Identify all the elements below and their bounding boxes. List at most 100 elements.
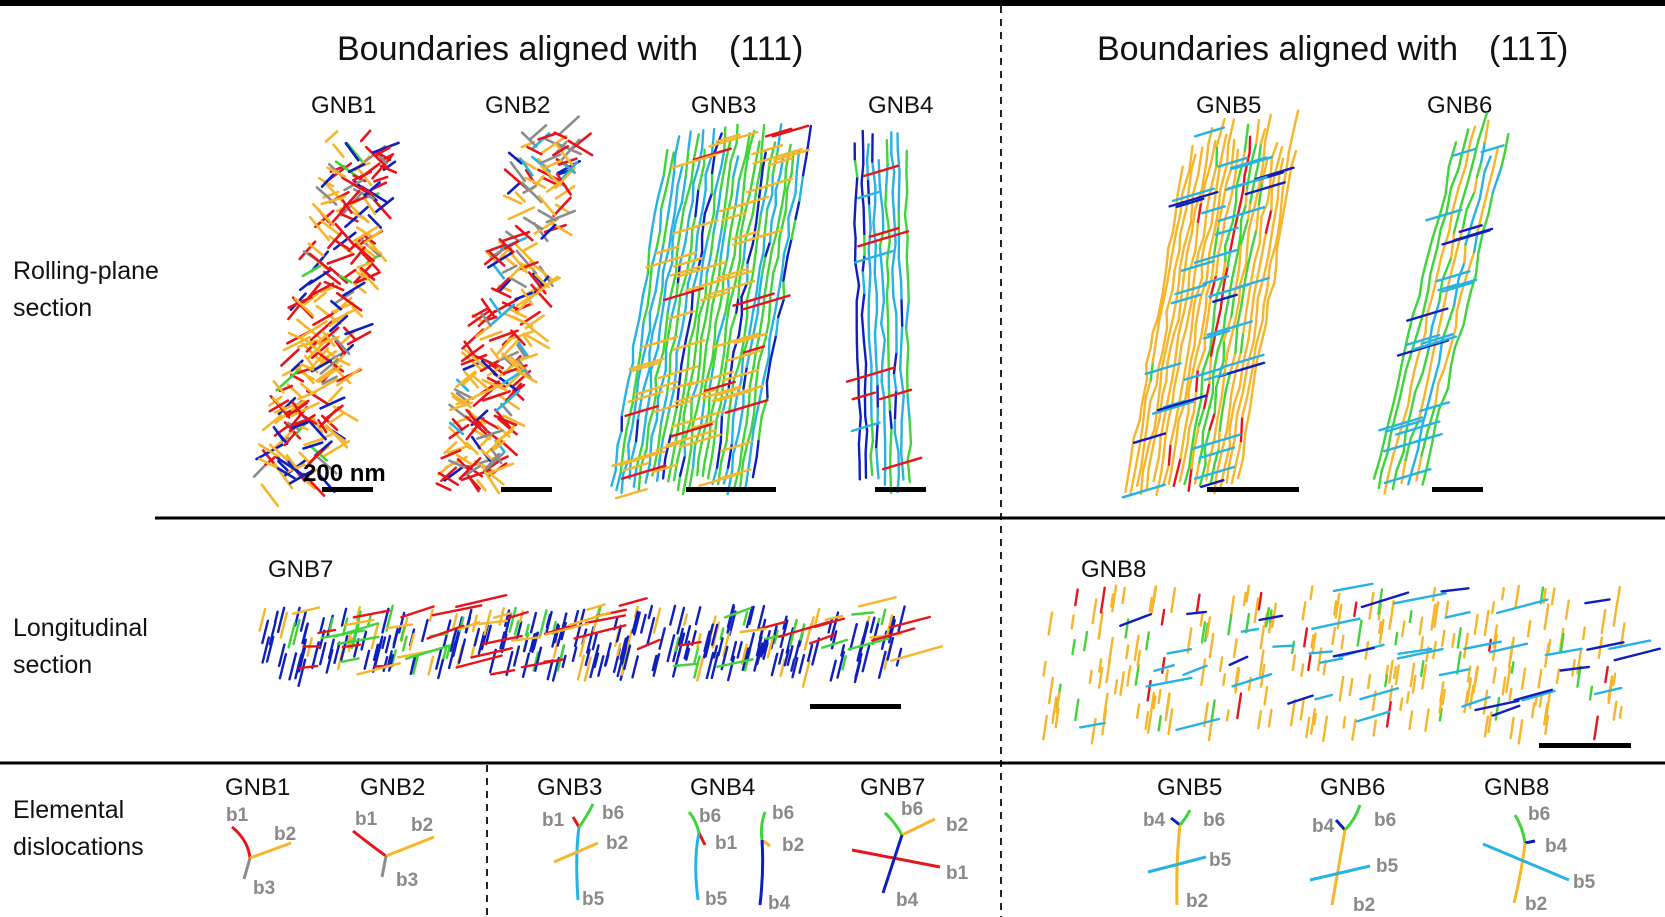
dislocation-segment <box>863 362 868 393</box>
dislocation-segment <box>1216 332 1225 352</box>
dislocation-segment <box>490 347 501 361</box>
dislocation-segment <box>1464 218 1475 246</box>
dislocation-segment <box>614 487 648 500</box>
dislocation-segment <box>455 654 503 669</box>
dislocation-segment <box>1234 148 1240 178</box>
dislocation-segment <box>1213 210 1220 233</box>
panel-title-gnb3: GNB3 <box>691 92 756 119</box>
dislocation-segment <box>1379 428 1389 459</box>
dislocation-segment <box>1242 174 1246 191</box>
dislocation-segment <box>1183 381 1190 404</box>
dislocation-segment <box>1505 665 1512 694</box>
dislocation-segment <box>1194 398 1203 427</box>
dislocation-segment <box>1457 153 1464 171</box>
dislocation-segment <box>673 184 679 215</box>
dislocation-segment <box>871 160 877 189</box>
dislocation-segment <box>688 325 696 344</box>
dislocation-segment <box>370 622 380 650</box>
dislocation-segment <box>1178 465 1185 483</box>
dislocation-segment <box>1353 601 1358 618</box>
dislocation-segment <box>860 313 866 344</box>
dislocation-segment <box>1418 401 1451 413</box>
dislocation-segment <box>1409 371 1416 389</box>
dislocation-segment <box>352 188 375 200</box>
dislocation-segment <box>1310 634 1315 649</box>
dislocation-segment <box>711 384 764 402</box>
dislocation-segment <box>785 171 793 192</box>
dislocation-segment <box>747 384 752 403</box>
dislocation-segment <box>1177 310 1186 337</box>
dislocation-segment <box>363 228 384 244</box>
dislocation-segment <box>680 175 687 205</box>
dislocation-segment <box>1135 466 1143 487</box>
dislocation-segment <box>1258 649 1265 677</box>
dislocation-segment <box>1276 213 1282 235</box>
dislocation-segment <box>1448 212 1454 233</box>
dislocation-segment <box>1334 592 1341 619</box>
dislocation-segment <box>500 339 519 359</box>
dislocation-segment <box>498 278 512 293</box>
dislocation-segment <box>1483 609 1490 637</box>
dislocation-segment <box>648 226 654 251</box>
dislocation-segment <box>1248 262 1256 292</box>
scale-bar-gnb1 <box>322 487 373 492</box>
dislocation-segment <box>1581 626 1587 640</box>
dislocation-segment <box>722 256 729 275</box>
dislocation-segment <box>1279 204 1286 231</box>
dislocation-segment <box>1492 147 1500 169</box>
dislocation-segment <box>801 152 808 177</box>
dislocation-segment <box>1411 294 1421 316</box>
elemental-gnb7-label-b1: b1 <box>946 863 969 884</box>
dislocation-segment <box>1230 294 1236 318</box>
dislocation-segment <box>1155 321 1161 339</box>
dislocation-segment <box>1332 582 1374 593</box>
dislocation-segment <box>770 232 778 251</box>
dislocation-segment <box>1240 627 1260 633</box>
dislocation-segment <box>900 394 905 423</box>
dislocation-segment <box>735 123 739 145</box>
dislocation-segment <box>862 206 866 236</box>
dislocation-segment <box>1188 144 1194 172</box>
dislocation-segment <box>568 611 611 627</box>
dislocation-segment <box>1219 282 1226 311</box>
dislocation-segment <box>519 157 534 177</box>
dislocation-segment <box>1097 658 1103 673</box>
dislocation-segment <box>319 642 327 666</box>
dislocation-segment <box>1088 669 1093 684</box>
dislocation-segment <box>1257 252 1264 272</box>
dislocation-segment <box>1174 283 1208 296</box>
dislocation-segment <box>328 412 344 425</box>
dislocation-segment <box>1157 436 1162 458</box>
dislocation-segment <box>1356 619 1363 647</box>
dislocation-segment <box>865 143 870 161</box>
row-label-rolling-1: Rolling-plane <box>13 257 159 285</box>
elemental-title-gnb5: GNB5 <box>1157 774 1222 801</box>
dislocation-segment <box>479 330 503 341</box>
dislocation-segment <box>1221 133 1228 154</box>
dislocation-segment <box>1264 208 1273 234</box>
dislocation-segment <box>333 622 380 638</box>
panel-title-gnb6: GNB6 <box>1427 92 1492 119</box>
dislocation-segment <box>1167 708 1174 736</box>
dislocation-segment <box>1191 355 1198 375</box>
dislocation-segment <box>770 203 777 222</box>
panel-title-gnb2: GNB2 <box>485 92 550 119</box>
dislocation-segment <box>670 171 676 194</box>
dislocation-segment <box>520 181 543 204</box>
dislocation-segment <box>782 254 789 282</box>
dislocation-segment <box>296 339 319 349</box>
dislocation-segment <box>1166 379 1174 403</box>
dislocation-segment <box>511 315 534 328</box>
elemental-gnb5-label-b2: b2 <box>1186 891 1208 912</box>
dislocation-segment <box>387 650 393 666</box>
dislocation-segment <box>1199 308 1207 338</box>
dislocation-segment <box>1435 228 1442 250</box>
dislocation-segment <box>1196 146 1204 177</box>
dislocation-segment <box>1170 293 1202 305</box>
dislocation-segment <box>768 312 776 341</box>
dislocation-segment <box>1142 427 1148 449</box>
panel-title-gnb4: GNB4 <box>868 92 933 119</box>
dislocation-segment <box>1242 337 1250 364</box>
dislocation-segment <box>651 312 660 335</box>
dislocation-segment <box>1257 709 1263 730</box>
